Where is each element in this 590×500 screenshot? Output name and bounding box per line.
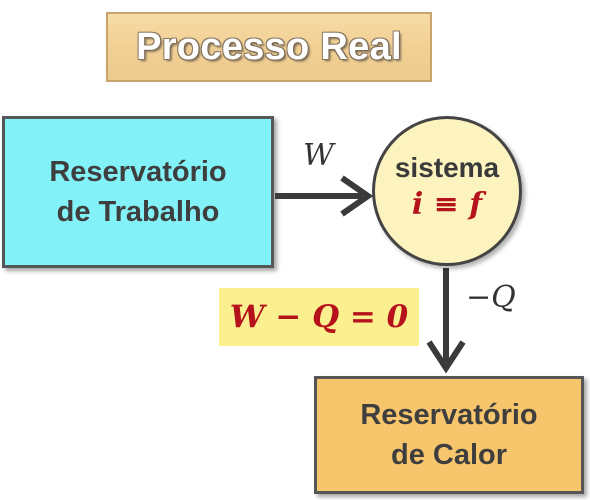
heat-reservoir-box: Reservatório de Calor <box>314 376 584 494</box>
system-circle: sistema i ≡ f <box>372 116 522 266</box>
heat-reservoir-label-line2: de Calor <box>390 439 508 471</box>
work-reservoir-label-line2: de Trabalho <box>56 196 220 228</box>
energy-balance-equation: W − Q = 0 <box>229 299 409 335</box>
system-label: sistema <box>394 152 500 183</box>
system-state: i ≡ f <box>411 187 483 222</box>
work-arrow <box>275 175 374 217</box>
work-arrow-label: W <box>303 138 334 173</box>
heat-arrow-label: −Q <box>466 280 516 315</box>
heat-reservoir-label-line1: Reservatório <box>360 399 538 431</box>
equation-box: W − Q = 0 <box>219 288 419 346</box>
heat-arrow <box>426 268 466 374</box>
diagram-title: Processo Real <box>136 25 402 68</box>
work-reservoir-label-line1: Reservatório <box>49 156 227 188</box>
title-box: Processo Real <box>106 12 432 82</box>
work-reservoir-box: Reservatório de Trabalho <box>2 116 274 268</box>
